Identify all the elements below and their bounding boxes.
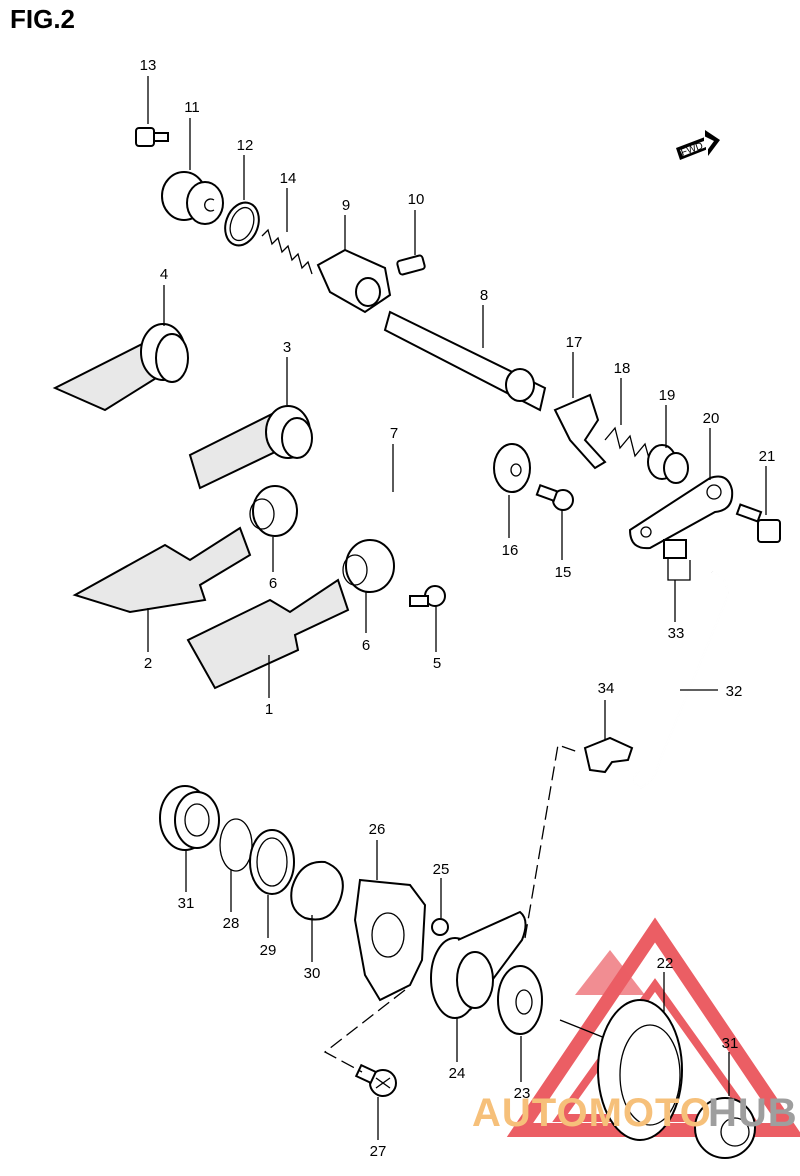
leader-lines <box>147 76 767 1140</box>
callout-23: 23 <box>514 1085 531 1102</box>
callout-6-lower: 6 <box>362 637 370 654</box>
parts-artwork <box>52 127 781 1159</box>
watermark-text: AUTOMOTO HUB <box>472 1091 798 1135</box>
figure-title: FIG.2 <box>10 4 76 34</box>
watermark-text-hub: HUB <box>708 1091 798 1135</box>
callout-25: 25 <box>433 861 450 878</box>
callout-32: 32 <box>726 683 743 700</box>
callout-31-left: 31 <box>178 895 195 912</box>
callout-11: 11 <box>184 99 200 116</box>
callout-26: 26 <box>369 821 386 838</box>
callout-labels: 13 11 12 14 9 10 4 8 3 17 18 19 20 21 7 … <box>140 57 776 1160</box>
fwd-label: FWD <box>680 141 705 159</box>
callout-13: 13 <box>140 57 157 74</box>
callout-3: 3 <box>283 339 291 356</box>
callout-19: 19 <box>659 387 676 404</box>
callout-33: 33 <box>668 625 685 642</box>
callout-17: 17 <box>566 334 583 351</box>
callout-10: 10 <box>408 191 425 208</box>
watermark-text-automoto: AUTOMOTO <box>472 1091 712 1135</box>
callout-21: 21 <box>759 448 776 465</box>
callout-9: 9 <box>342 197 350 214</box>
callout-14: 14 <box>280 170 297 187</box>
callout-24: 24 <box>449 1065 466 1082</box>
callout-28: 28 <box>223 915 240 932</box>
callout-6-upper: 6 <box>269 575 277 592</box>
callout-7: 7 <box>390 425 398 442</box>
callout-2: 2 <box>144 655 152 672</box>
callout-1: 1 <box>265 701 273 718</box>
callout-15: 15 <box>555 564 572 581</box>
callout-8: 8 <box>480 287 488 304</box>
callout-20: 20 <box>703 410 720 427</box>
callout-34: 34 <box>598 680 615 697</box>
callout-30: 30 <box>304 965 321 982</box>
callout-22: 22 <box>657 955 674 972</box>
callout-29: 29 <box>260 942 277 959</box>
callout-27: 27 <box>370 1143 387 1160</box>
callout-16: 16 <box>502 542 519 559</box>
callout-18: 18 <box>614 360 631 377</box>
fwd-arrow-icon: FWD <box>676 130 720 160</box>
callout-5: 5 <box>433 655 441 672</box>
callout-4: 4 <box>160 266 168 283</box>
callout-31-right: 31 <box>722 1035 739 1052</box>
callout-12: 12 <box>237 137 254 154</box>
